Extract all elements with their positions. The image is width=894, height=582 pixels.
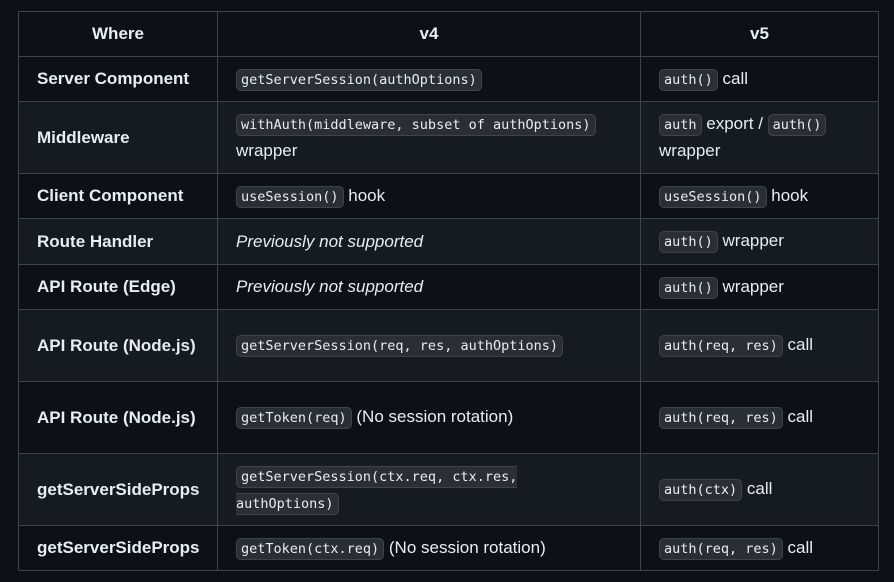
inline-code: auth() (659, 231, 718, 253)
cell-text: (No session rotation) (384, 537, 546, 557)
cell-text: call (782, 407, 814, 426)
cell-v5: auth() wrapper (640, 218, 879, 265)
inline-code: getServerSession(authOptions) (236, 68, 482, 91)
note-text: Previously not supported (236, 231, 424, 251)
cell-v5: auth(req, res) call (640, 381, 879, 454)
cell-v4: getToken(ctx.req) (No session rotation) (217, 525, 641, 571)
note-text: Previously not supported (236, 277, 424, 296)
header-row: Where v4 v5 (18, 11, 879, 57)
inline-code: auth(req, res) (659, 407, 783, 429)
inline-code: withAuth(middleware, subset of authOptio… (236, 114, 596, 136)
column-header-v5: v5 (640, 11, 879, 57)
cell-where: API Route (Node.js) (18, 309, 218, 382)
inline-code: auth(req, res) (659, 335, 783, 357)
cell-v4: useSession() hook (217, 173, 641, 219)
inline-code: getToken(req) (236, 407, 352, 429)
cell-where: Server Component (18, 56, 218, 102)
inline-code: auth() (659, 68, 718, 91)
cell-text: wrapper (659, 141, 721, 160)
inline-code: useSession() (236, 185, 344, 208)
cell-text: wrapper (717, 231, 784, 250)
cell-where: getServerSideProps (18, 453, 218, 526)
cell-text: wrapper (236, 141, 298, 160)
inline-code: auth(ctx) (659, 479, 743, 501)
cell-v5: auth(req, res) call (640, 309, 879, 382)
inline-code: auth (659, 114, 702, 136)
cell-v4: getServerSession(ctx.req, ctx.res, authO… (217, 453, 641, 526)
cell-text: hook (343, 185, 386, 205)
table-body: Server Component getServerSession(authOpt… (18, 56, 879, 571)
cell-v4: Previously not supported (217, 218, 641, 265)
inline-code: getServerSession(req, res, authOptions) (236, 335, 563, 357)
cell-text: call (782, 537, 814, 557)
cell-v5: auth(req, res) call (640, 525, 879, 571)
inline-code: auth() (659, 276, 718, 299)
cell-where: API Route (Node.js) (18, 381, 218, 454)
comparison-table-container: Where v4 v5 Server Component getServerSes… (18, 11, 879, 571)
cell-where: API Route (Edge) (18, 264, 218, 310)
cell-v4: Previously not supported (217, 264, 641, 310)
table-row: Middleware withAuth(middleware, subset of… (18, 101, 879, 174)
cell-where: Middleware (18, 101, 218, 174)
cell-v5: useSession() hook (640, 173, 879, 219)
table-row: API Route (Node.js)getToken(req) (No ses… (18, 381, 879, 454)
comparison-table: Where v4 v5 Server Component getServerSes… (18, 11, 879, 571)
inline-code: auth(req, res) (659, 537, 783, 560)
cell-v4: getServerSession(authOptions) (217, 56, 641, 102)
cell-v5: auth() call (640, 56, 879, 102)
cell-v4: withAuth(middleware, subset of authOptio… (217, 101, 641, 174)
cell-where: getServerSideProps (18, 525, 218, 571)
inline-code: getToken(ctx.req) (236, 537, 385, 560)
cell-text: call (717, 68, 749, 88)
inline-code: auth() (767, 114, 827, 136)
table-row: API Route (Edge) Previously not supported… (18, 264, 879, 310)
cell-where: Client Component (18, 173, 218, 219)
table-row: Route Handler Previously not supported aut… (18, 218, 879, 265)
cell-v5: auth(ctx) call (640, 453, 879, 526)
table-header: Where v4 v5 (18, 11, 879, 57)
cell-text: call (782, 335, 814, 354)
cell-v4: getToken(req) (No session rotation) (217, 381, 641, 454)
column-header-where: Where (18, 11, 218, 57)
cell-text: wrapper (717, 276, 784, 296)
cell-v5: auth export / auth() wrapper (640, 101, 879, 174)
cell-v4: getServerSession(req, res, authOptions) (217, 309, 641, 382)
inline-code: getServerSession(ctx.req, ctx.res, authO… (236, 465, 518, 515)
cell-text: (No session rotation) (351, 407, 514, 426)
table-row: getServerSideProps getServerSession(ctx.r… (18, 453, 879, 526)
cell-text: hook (766, 185, 809, 205)
table-row: API Route (Node.js) getServerSession(req,… (18, 309, 879, 382)
inline-code: useSession() (659, 185, 767, 208)
cell-v5: auth() wrapper (640, 264, 879, 310)
table-row: Server Component getServerSession(authOpt… (18, 56, 879, 102)
column-header-v4: v4 (217, 11, 641, 57)
cell-text: export / (701, 114, 768, 133)
cell-where: Route Handler (18, 218, 218, 265)
cell-text: call (742, 479, 773, 498)
